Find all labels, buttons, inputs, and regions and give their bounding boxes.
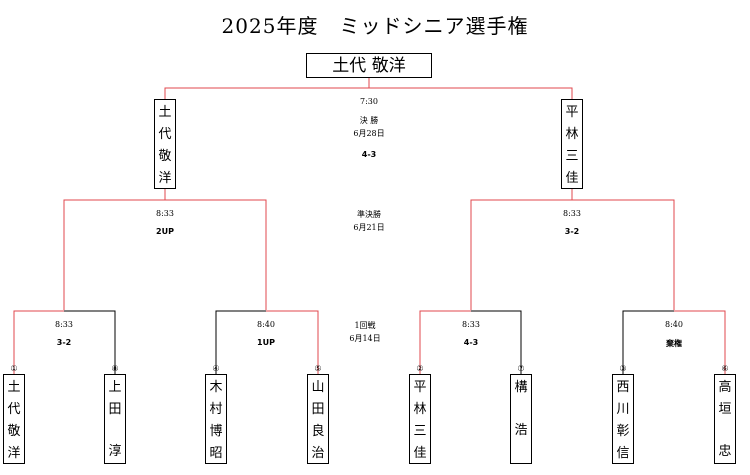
match-score: 棄権 (666, 339, 682, 348)
player-box: 構 浩 (510, 374, 532, 464)
match-time: 8:40 (665, 320, 683, 329)
player-box: 高 垣 忠 (714, 374, 736, 464)
match-time: 8:33 (55, 320, 73, 329)
match-score: 1UP (257, 338, 275, 347)
first-round-date: 6月14日 (349, 334, 381, 343)
seed-badge: ⑦ (517, 364, 525, 373)
final-time: 7:30 (360, 97, 378, 106)
seed-badge: ⑧ (111, 364, 119, 373)
char: 平 (565, 105, 579, 120)
char: 林 (413, 402, 427, 417)
char: 村 (209, 402, 223, 417)
char: 川 (616, 402, 630, 417)
char: 構 (514, 380, 528, 395)
match-score: 3-2 (56, 338, 72, 347)
char: 西 (616, 380, 630, 395)
char: 忠 (718, 444, 732, 459)
match-time: 8:33 (462, 320, 480, 329)
champion-box: 土代 敬洋 (306, 53, 432, 78)
semis-round: 準決勝 (357, 210, 381, 219)
final-left-player: 土 代 敬 洋 (154, 99, 176, 189)
char: 代 (7, 402, 21, 417)
seed-badge: ⑤ (314, 364, 322, 373)
semi-right-time: 8:33 (563, 209, 581, 218)
char: 平 (413, 380, 427, 395)
page-title: 2025年度 ミッドシニア選手権 (221, 14, 529, 38)
char: 木 (209, 380, 223, 395)
char: 田 (108, 402, 122, 417)
player-box: 平 林 三 佳 (409, 374, 431, 464)
char: 上 (108, 380, 122, 395)
char: 敬 (7, 424, 21, 439)
semis-date: 6月21日 (353, 223, 385, 232)
char: 彰 (616, 424, 630, 439)
char: 垣 (718, 402, 732, 417)
char: 佳 (413, 446, 427, 461)
char: 佳 (565, 171, 579, 186)
char: 代 (158, 127, 172, 142)
player-box: 西 川 彰 信 (612, 374, 634, 464)
final-score: 4-3 (361, 150, 377, 159)
char: 林 (565, 127, 579, 142)
semi-left-time: 8:33 (156, 209, 174, 218)
char: 山 (311, 380, 325, 395)
char: 敬 (158, 149, 172, 164)
final-date: 6月28日 (353, 129, 385, 138)
char: 土 (158, 105, 172, 120)
player-box: 山 田 良 治 (307, 374, 329, 464)
seed-badge: ④ (212, 364, 220, 373)
char: 土 (7, 380, 21, 395)
seed-badge: ② (416, 364, 424, 373)
final-right-player: 平 林 三 佳 (561, 99, 583, 189)
match-score: 4-3 (463, 338, 479, 347)
char: 高 (718, 380, 732, 395)
char: 治 (311, 446, 325, 461)
char: 浩 (514, 423, 528, 438)
char: 田 (311, 402, 325, 417)
char: 三 (565, 149, 579, 164)
player-box: 土 代 敬 洋 (3, 374, 25, 464)
char: 信 (616, 446, 630, 461)
char: 淳 (108, 444, 122, 459)
player-box: 木 村 博 昭 (205, 374, 227, 464)
match-time: 8:40 (257, 320, 275, 329)
char: 洋 (7, 446, 21, 461)
char: 昭 (209, 446, 223, 461)
char: 博 (209, 424, 223, 439)
char: 洋 (158, 171, 172, 186)
seed-badge: ③ (619, 364, 627, 373)
char: 良 (311, 424, 325, 439)
first-round-label: 1回戦 (354, 321, 376, 330)
char: 三 (413, 424, 427, 439)
player-box: 上 田 淳 (104, 374, 126, 464)
seed-badge: ⑥ (721, 364, 729, 373)
seed-badge: ① (10, 364, 18, 373)
final-round: 決 勝 (359, 116, 379, 125)
semi-left-score: 2UP (156, 227, 174, 236)
semi-right-score: 3-2 (564, 227, 580, 236)
